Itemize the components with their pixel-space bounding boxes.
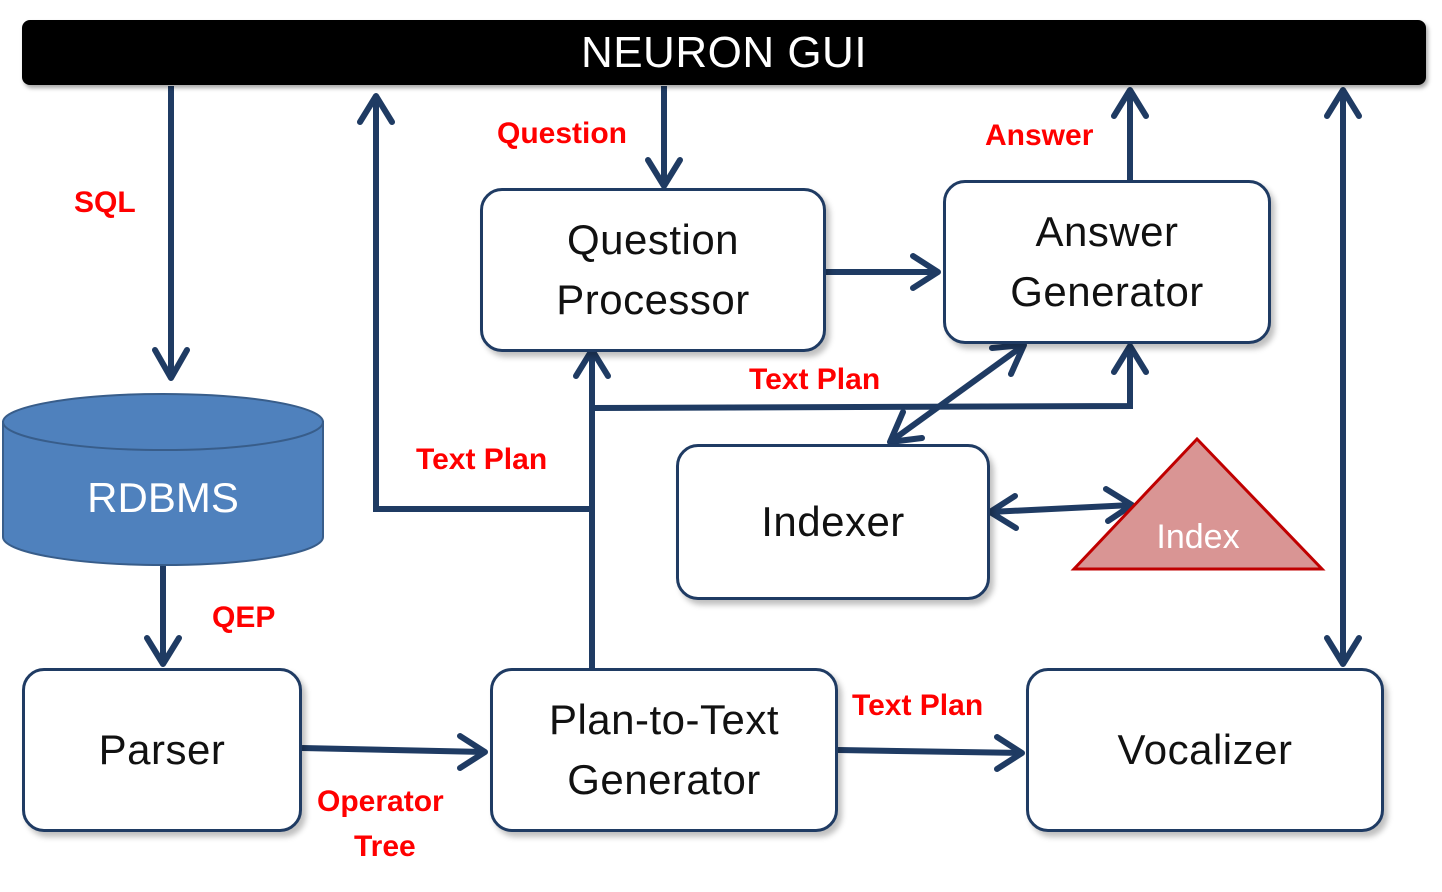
text-plan-right-label: Text Plan (852, 689, 984, 722)
vocalizer-label: Vocalizer (1117, 726, 1293, 773)
indexer-label: Indexer (761, 498, 905, 545)
question-processor-line2: Processor (556, 276, 750, 323)
answer-arrow (1111, 87, 1149, 180)
answer-generator-line2: Generator (1010, 268, 1204, 315)
answer-generator-box: Answer Generator (943, 180, 1271, 344)
plan-to-text-line2: Generator (567, 756, 761, 803)
text-plan-vocalizer-arrow (837, 734, 1025, 772)
index-label: Index (1156, 518, 1240, 556)
plan-to-text-generator-box: Plan-to-Text Generator (490, 668, 838, 832)
text-plan-trunk (357, 93, 1149, 668)
operator-tree-arrow (301, 733, 488, 771)
parser-box: Parser (22, 668, 302, 832)
indexer-index-arrow (987, 486, 1135, 531)
question-processor-line1: Question (566, 216, 740, 263)
question-arrow (645, 86, 683, 189)
question-label: Question (497, 117, 628, 150)
tree-label: Tree (354, 830, 416, 863)
indexer-ag-arrow (887, 342, 1027, 445)
qp-to-ag-arrow (826, 253, 941, 291)
operator-label: Operator (317, 785, 444, 818)
sql-label: SQL (74, 186, 136, 219)
plan-to-text-line1: Plan-to-Text (548, 696, 780, 743)
rdbms-cylinder (2, 393, 324, 566)
gui-vocalizer-arrow (1324, 87, 1362, 667)
answer-generator-line1: Answer (1035, 208, 1179, 255)
answer-label: Answer (985, 119, 1094, 152)
index-triangle (1070, 436, 1326, 571)
indexer-box: Indexer (676, 444, 990, 600)
vocalizer-box: Vocalizer (1026, 668, 1384, 832)
neuron-gui-bar: NEURON GUI (22, 20, 1426, 85)
parser-label: Parser (98, 726, 226, 773)
qep-label: QEP (212, 601, 276, 634)
text-plan-left-label: Text Plan (416, 443, 548, 476)
qep-arrow (144, 566, 182, 667)
sql-arrow (152, 86, 190, 381)
text-plan-top-label: Text Plan (749, 363, 881, 396)
question-processor-box: Question Processor (480, 188, 826, 352)
rdbms-label: RDBMS (87, 474, 239, 521)
gui-title: NEURON GUI (580, 27, 868, 77)
